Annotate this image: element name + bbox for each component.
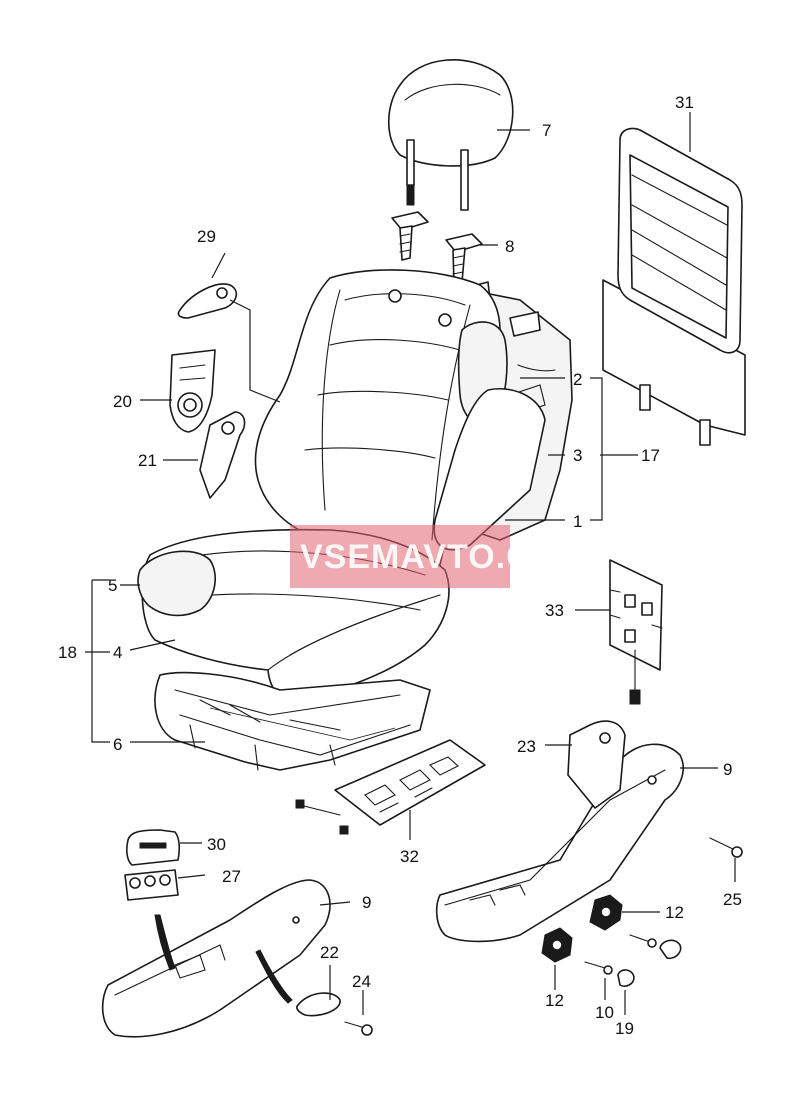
callout-5: 5 [108,576,117,595]
seat-back-cushion [254,269,546,566]
callout-7: 7 [542,121,551,140]
cap-19 [617,969,635,987]
watermark: VSEMAVTO.COM [290,525,588,588]
callout-3: 3 [573,446,582,465]
screw-upper [629,934,682,960]
screw-10 [584,961,613,975]
callout-12-upper: 12 [665,903,684,922]
callout-25: 25 [723,890,742,909]
screw-24 [344,1021,373,1036]
side-trim-right [435,743,684,943]
callout-9-left: 9 [362,893,371,912]
callout-27: 27 [222,867,241,886]
recline-knob-upper [589,894,623,931]
callout-21: 21 [138,451,157,470]
heating-element-seat [295,739,486,835]
callout-12-lower: 12 [545,991,564,1010]
callout-18: 18 [58,643,77,662]
callout-22: 22 [320,943,339,962]
callout-17: 17 [641,446,660,465]
callout-labels: 1 2 3 4 5 6 7 8 9 9 10 12 12 17 18 19 20… [58,93,742,1038]
callout-20: 20 [113,392,132,411]
callout-32: 32 [400,847,419,866]
recliner-bracket [199,411,246,499]
cap-22 [296,992,341,1017]
callout-33: 33 [545,601,564,620]
callout-4: 4 [113,643,122,662]
callout-19: 19 [615,1019,634,1038]
recline-knob-lower [541,927,573,963]
side-trim-left [101,879,331,1038]
callout-8: 8 [505,237,514,256]
callout-2: 2 [573,370,582,389]
callout-1: 1 [573,512,582,531]
callout-9-right: 9 [723,760,732,779]
hinge-cover [169,349,216,433]
seat-switch [124,829,181,901]
heating-element-back [609,559,663,705]
headrest [387,59,514,211]
callout-24: 24 [352,972,371,991]
back-panel [602,127,746,446]
leader-lines [85,112,736,1015]
seat-frame [154,671,431,771]
trim-cap [177,283,238,319]
callout-31: 31 [675,93,694,112]
watermark-text: VSEMAVTO.COM [300,538,588,576]
callout-30: 30 [207,835,226,854]
side-panel [567,720,626,809]
callout-29: 29 [197,227,216,246]
callout-23: 23 [517,737,536,756]
screw-25 [709,837,743,858]
callout-10: 10 [595,1003,614,1022]
callout-6: 6 [113,735,122,754]
